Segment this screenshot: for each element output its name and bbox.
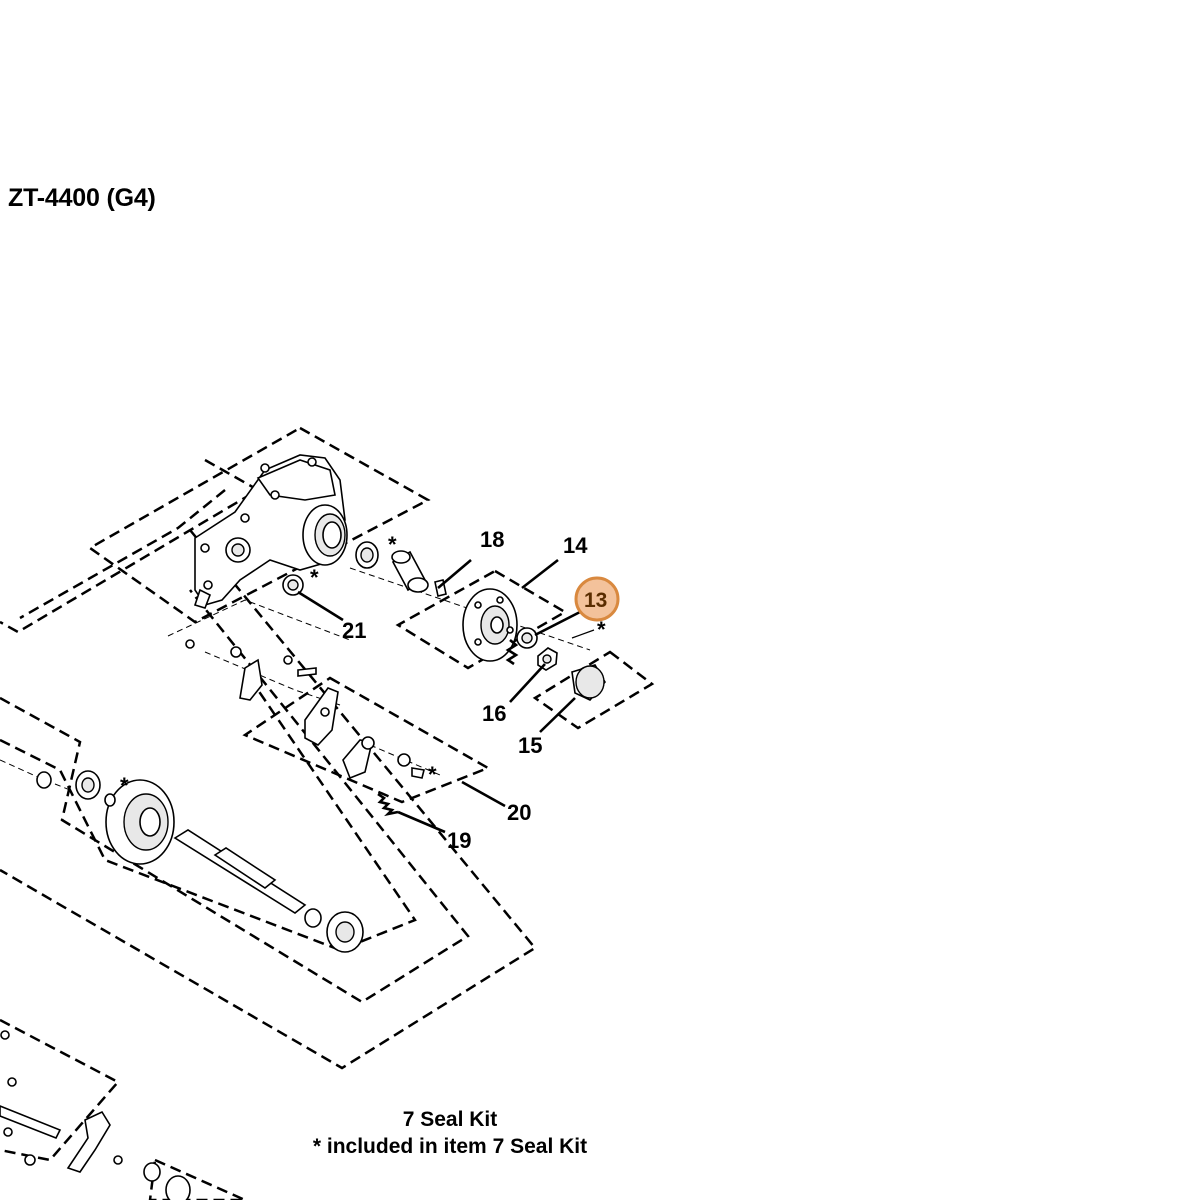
callout-13-highlight[interactable] <box>574 576 620 622</box>
bracket-20-plate <box>304 687 339 746</box>
boundary-bottom-small <box>148 1158 246 1200</box>
output-shaft <box>173 829 322 928</box>
star-marker-seal-21: * <box>310 565 319 590</box>
callouts: 13 14 15 16 18 19 20 21 <box>342 527 620 853</box>
boundary-20 <box>242 676 491 804</box>
kit-legend-line2: * included in item 7 Seal Kit <box>312 1135 588 1158</box>
diagram-title: ZT-4400 (G4) <box>8 184 156 212</box>
cap-15 <box>571 664 606 701</box>
boundary-housing-outer <box>87 426 431 624</box>
small-pin <box>571 629 595 639</box>
lower-left-parts <box>0 1030 191 1200</box>
boundary-housing-inner <box>19 489 226 620</box>
boundary-14 <box>395 569 568 670</box>
boundary-shaft <box>0 689 417 952</box>
transmission-housing <box>193 454 348 609</box>
pulley-14 <box>462 588 518 662</box>
washer-13 <box>516 627 538 649</box>
star-marker-seal-upper: * <box>388 532 397 557</box>
linkage-bracket-left <box>185 639 317 701</box>
callout-20[interactable]: 20 <box>507 800 531 825</box>
spring-19 <box>377 792 399 817</box>
seal-upper <box>355 541 379 569</box>
leader-lines <box>297 558 581 834</box>
bearing-right <box>326 911 364 953</box>
callout-16[interactable]: 16 <box>482 701 506 726</box>
bearing-left <box>36 770 116 807</box>
callout-18[interactable]: 18 <box>480 527 504 552</box>
star-marker-pin: * <box>597 617 606 642</box>
nut-16 <box>537 647 558 671</box>
bracket-20-arm <box>342 736 425 780</box>
boundary-large <box>0 529 537 1070</box>
star-marker-gear: * <box>120 773 129 798</box>
callout-15[interactable]: 15 <box>518 733 542 758</box>
callout-14[interactable]: 14 <box>563 533 588 558</box>
callout-19[interactable]: 19 <box>447 828 471 853</box>
bushing <box>391 550 429 593</box>
boundary-bottom-left <box>0 1018 120 1162</box>
boundary-housing-mid <box>0 458 261 634</box>
spring <box>505 639 519 666</box>
boundary-lower-mid <box>0 589 470 1004</box>
seal-21 <box>282 574 304 596</box>
callout-13[interactable]: 13 <box>584 589 607 612</box>
boundary-15 <box>532 650 655 730</box>
callout-21[interactable]: 21 <box>342 618 366 643</box>
star-marker-bracket: * <box>428 762 437 787</box>
gear <box>105 779 175 865</box>
kit-legend-line1: 7 Seal Kit <box>402 1108 498 1131</box>
